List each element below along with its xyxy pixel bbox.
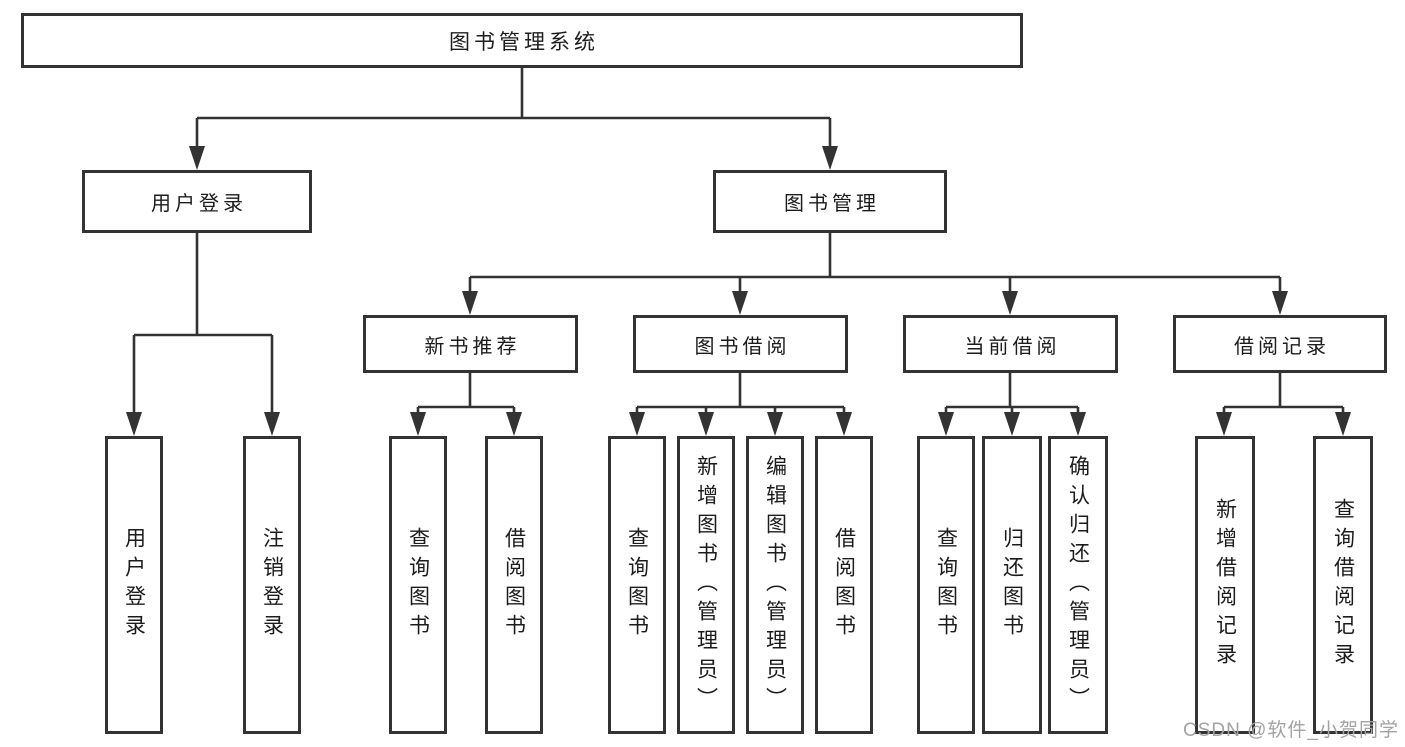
- node-leaf-add-books-admin: 新增图书（管理员）: [677, 436, 735, 734]
- node-borrowing-records: 借阅记录: [1173, 315, 1387, 373]
- node-label: 图书借阅: [694, 335, 791, 358]
- node-label: 确认归还（管理员）: [1066, 454, 1090, 716]
- node-book-borrowing: 图书借阅: [633, 315, 848, 373]
- node-label: 查询图书: [406, 527, 430, 643]
- arrowheads: [126, 146, 1351, 436]
- node-new-book-recommend: 新书推荐: [363, 315, 578, 373]
- node-leaf-borrow-books: 借阅图书: [815, 436, 873, 734]
- node-leaf-query-books-current: 查询图书: [917, 436, 975, 734]
- node-book-management: 图书管理: [713, 170, 947, 233]
- node-label: 用户登录: [151, 193, 247, 215]
- node-current-borrowing: 当前借阅: [903, 315, 1118, 373]
- node-label: 图书管理: [784, 193, 880, 215]
- node-label: 查询借阅记录: [1331, 498, 1355, 672]
- node-leaf-query-borrow-record: 查询借阅记录: [1313, 436, 1373, 734]
- node-label: 新增借阅记录: [1213, 498, 1237, 672]
- node-leaf-query-books-borrowing: 查询图书: [608, 436, 666, 734]
- node-label: 查询图书: [625, 527, 649, 643]
- node-label: 图书管理系统: [449, 30, 599, 54]
- node-label: 借阅记录: [1234, 335, 1330, 358]
- node-leaf-return-books: 归还图书: [982, 436, 1042, 734]
- node-label: 编辑图书（管理员）: [763, 454, 787, 716]
- node-leaf-query-books-recommend: 查询图书: [389, 436, 447, 734]
- node-label: 归还图书: [1000, 527, 1024, 643]
- node-library-system: 图书管理系统: [21, 13, 1023, 68]
- node-user-login: 用户登录: [82, 170, 312, 233]
- node-leaf-confirm-return-admin: 确认归还（管理员）: [1048, 436, 1108, 734]
- node-leaf-add-borrow-record: 新增借阅记录: [1195, 436, 1255, 734]
- node-label: 借阅图书: [832, 527, 856, 643]
- node-leaf-logout: 注销登录: [243, 436, 301, 734]
- node-leaf-borrow-books-recommend: 借阅图书: [485, 436, 543, 734]
- node-label: 用户登录: [122, 527, 146, 643]
- node-label: 新书推荐: [424, 335, 521, 358]
- node-label: 查询图书: [934, 527, 958, 643]
- node-label: 当前借阅: [964, 335, 1061, 358]
- node-label: 注销登录: [260, 527, 284, 643]
- csdn-watermark: CSDN @软件_小贺同学: [1183, 720, 1399, 741]
- node-label: 新增图书（管理员）: [694, 454, 718, 716]
- node-leaf-edit-books-admin: 编辑图书（管理员）: [746, 436, 804, 734]
- node-label: 借阅图书: [502, 527, 526, 643]
- node-leaf-user-login: 用户登录: [105, 436, 163, 734]
